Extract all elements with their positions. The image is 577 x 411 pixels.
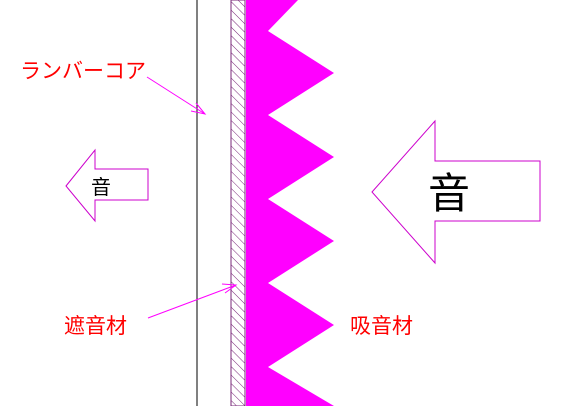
lumber-core-leader [146, 76, 206, 115]
lumber-core-leader-head [190, 102, 207, 115]
lumber-core-label: ランバーコア [20, 59, 146, 83]
sound-insulation-layer [230, 0, 246, 407]
large-sound-arrow [371, 119, 541, 265]
sound-insulation-leader-head [221, 283, 238, 294]
small-sound-label: 音 [91, 175, 111, 199]
large-sound-label: 音 [428, 169, 470, 218]
sound-insulation-label: 遮音材 [64, 314, 127, 338]
sound-absorbing-material [246, 0, 334, 406]
sound-insulation-leader [147, 284, 237, 319]
small-sound-arrow [65, 148, 149, 223]
sound-absorbing-label: 吸音材 [350, 314, 413, 338]
